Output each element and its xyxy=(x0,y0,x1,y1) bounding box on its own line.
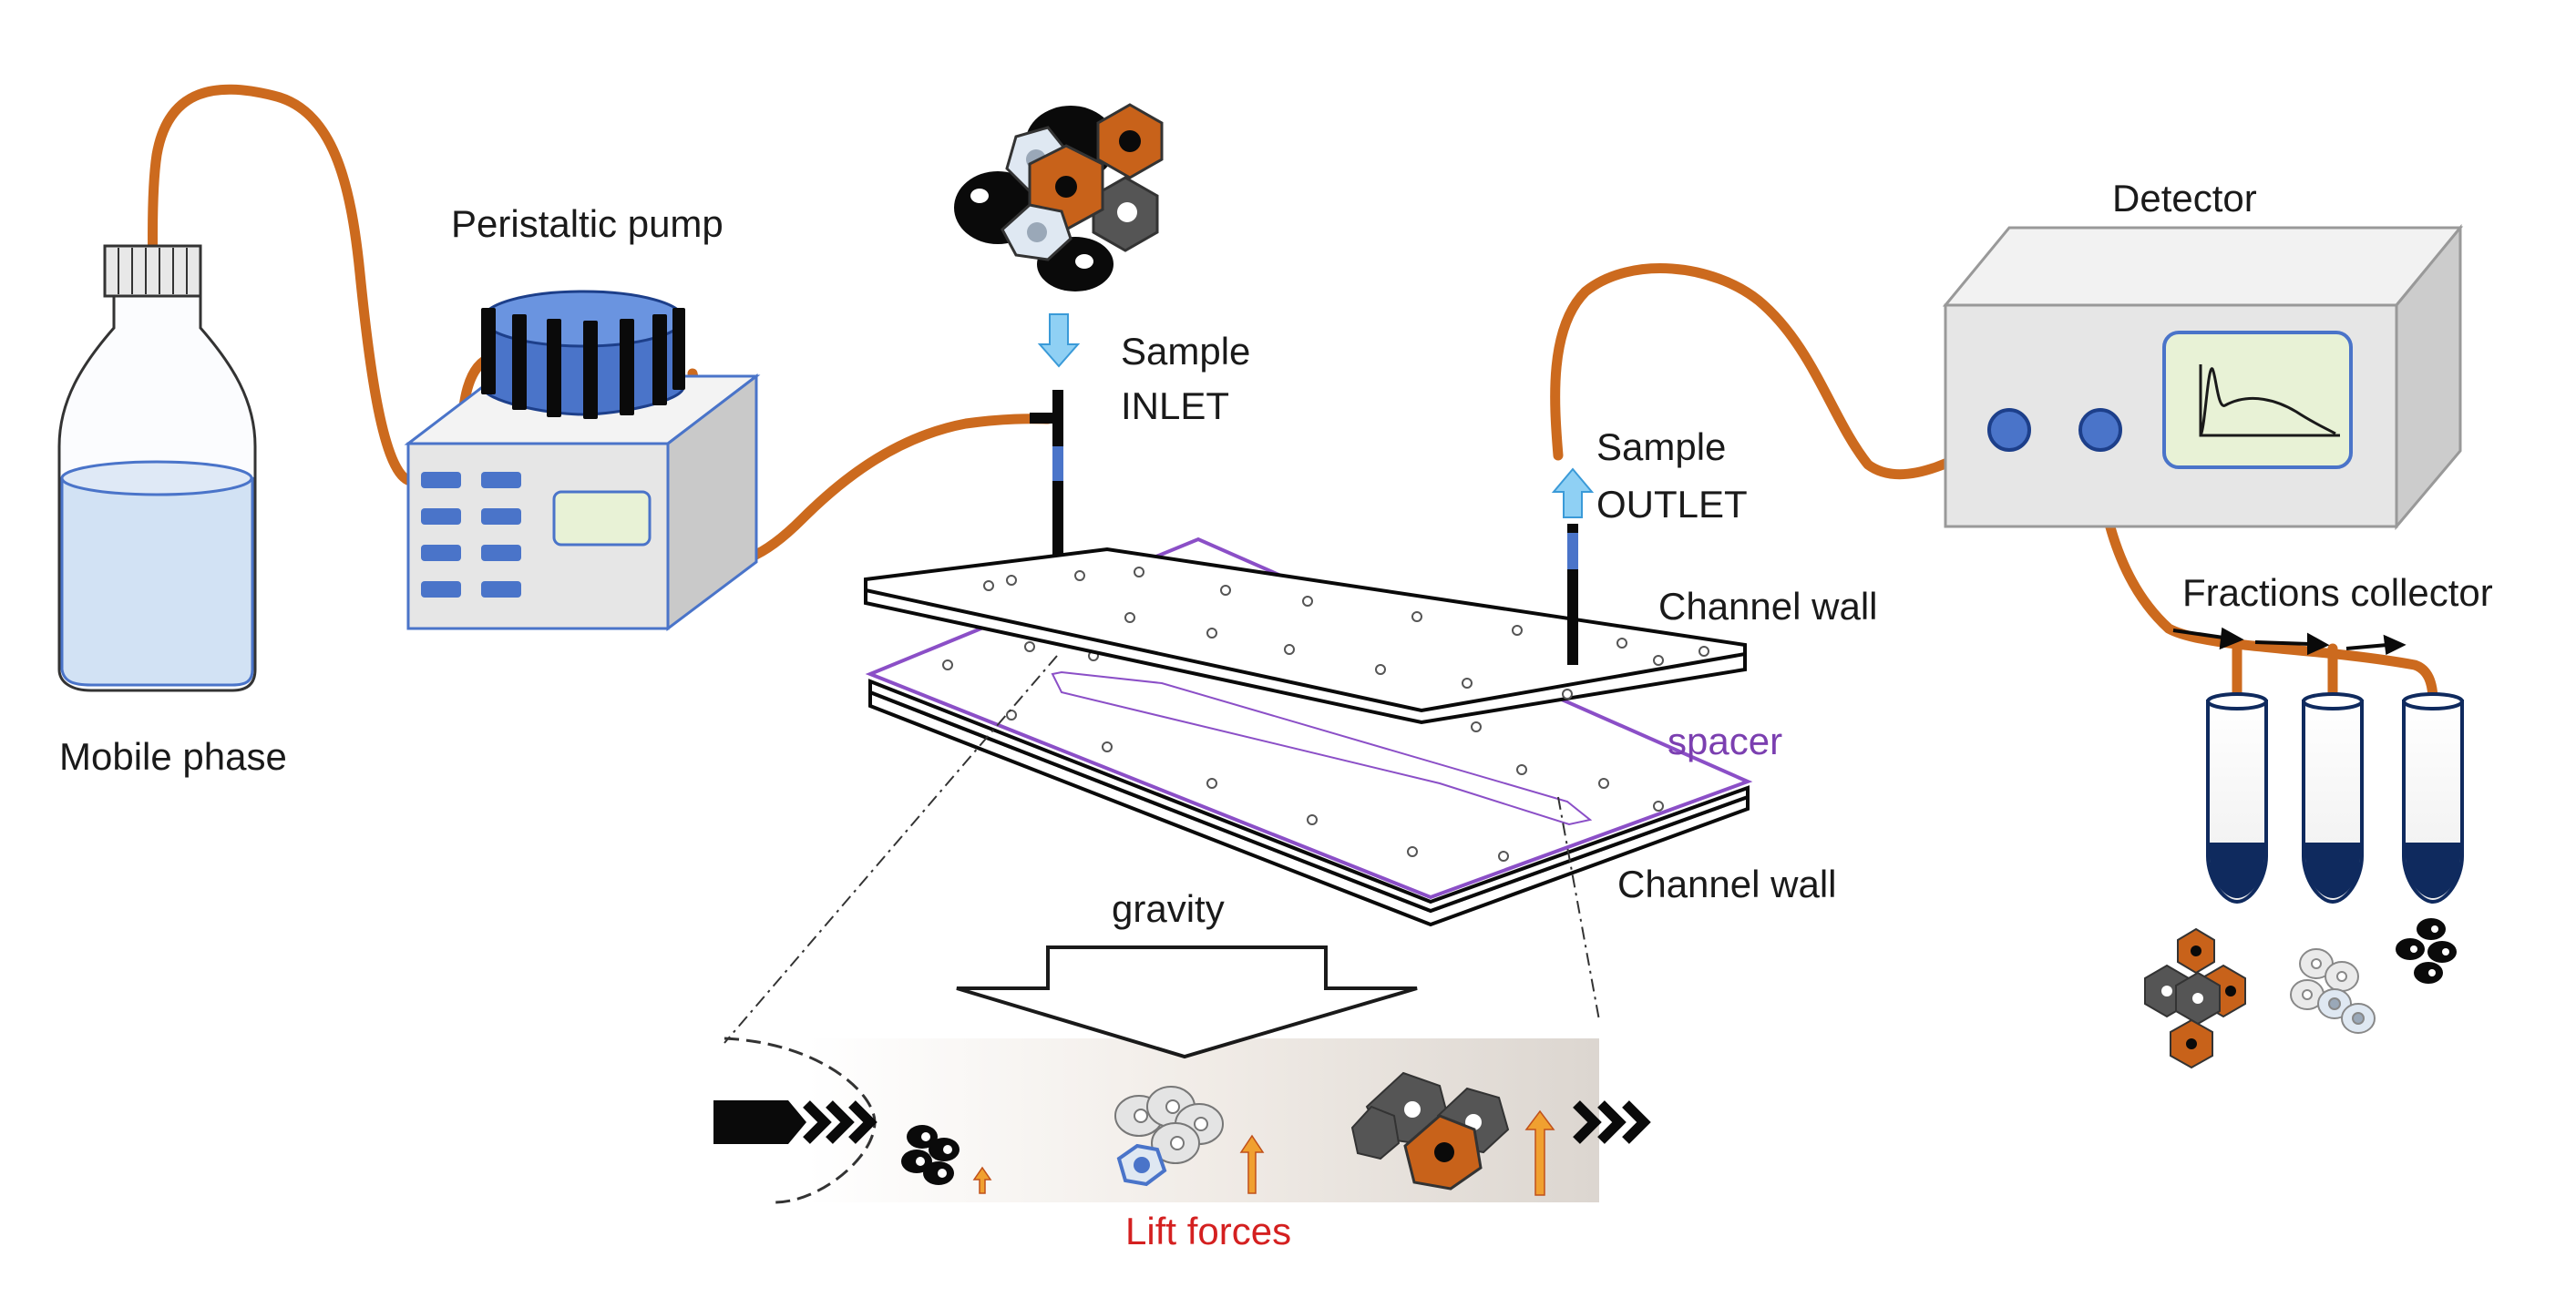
detector xyxy=(1942,223,2464,531)
peristaltic-pump xyxy=(404,290,761,632)
tube-outlet-to-detector xyxy=(1550,263,2010,479)
fraction-tube-2 xyxy=(2302,692,2364,905)
small-cells-in-flow xyxy=(901,1125,960,1185)
pump-display xyxy=(552,490,652,547)
sample-outlet-label-2: OUTLET xyxy=(1596,483,1748,526)
large-cells-in-flow xyxy=(1350,1071,1510,1191)
fraction-tubes xyxy=(2206,692,2464,905)
channel-wall-top-label: Channel wall xyxy=(1658,585,1877,628)
mobile-phase-label: Mobile phase xyxy=(59,735,287,778)
pump-rotor-head xyxy=(481,290,685,419)
flow-inlet-arrow xyxy=(713,1100,877,1144)
fraction-cells-medium xyxy=(2290,948,2376,1034)
medium-cells-in-flow xyxy=(1114,1086,1224,1187)
gravity-arrow xyxy=(956,945,1418,1059)
sample-inlet-label-1: Sample xyxy=(1121,330,1250,373)
bottle-liquid xyxy=(60,466,254,687)
sample-cell-cluster xyxy=(954,103,1164,291)
detector-signal-trace xyxy=(2199,364,2340,437)
fractions-collector-label: Fractions collector xyxy=(2182,571,2493,614)
fraction-cells-small xyxy=(2396,918,2457,984)
channel-wall-bottom-label: Channel wall xyxy=(1617,863,1836,905)
fraction-cells-large xyxy=(2144,927,2246,1069)
channel-bottom-wall xyxy=(868,679,1750,927)
pump-keypad xyxy=(421,472,521,598)
fraction-tube-3 xyxy=(2402,692,2464,905)
inlet-arrow xyxy=(1037,313,1081,368)
lift-arrow-large xyxy=(1524,1109,1555,1196)
mobile-phase-bottle xyxy=(57,244,257,692)
channel-top-wall xyxy=(864,547,1747,725)
fraction-flow-arrows xyxy=(2172,627,2407,656)
inlet-port xyxy=(1030,390,1063,581)
lift-forces-label: Lift forces xyxy=(1125,1210,1291,1252)
sample-inlet-label-2: INLET xyxy=(1121,384,1229,427)
zoom-guide-lines xyxy=(724,655,1600,1044)
detector-label: Detector xyxy=(2112,177,2257,220)
tube-detector-to-fractions xyxy=(2090,430,2438,707)
spacer-label: spacer xyxy=(1668,720,1782,762)
sample-outlet-label-1: Sample xyxy=(1596,425,1726,468)
lift-arrow-small xyxy=(972,1166,992,1194)
outlet-port xyxy=(1567,524,1578,665)
peristaltic-pump-label: Peristaltic pump xyxy=(451,202,724,245)
fraction-tube-1 xyxy=(2206,692,2268,905)
outlet-arrow xyxy=(1551,467,1595,518)
flow-outlet-chevrons xyxy=(1573,1100,1651,1144)
lift-arrow-medium xyxy=(1239,1134,1265,1194)
gravity-label: gravity xyxy=(1112,887,1225,930)
